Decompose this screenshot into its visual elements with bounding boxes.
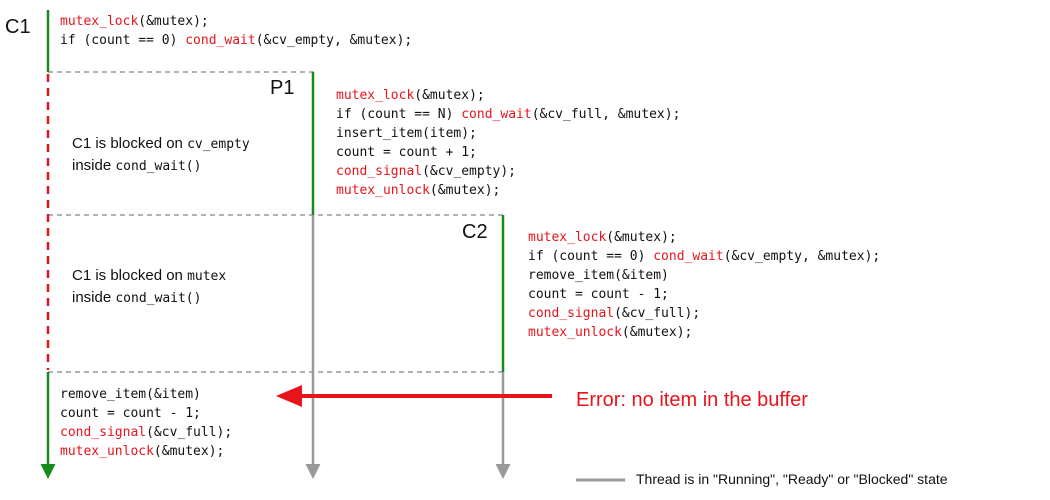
code-text: (&mutex); [414,88,484,103]
error-text: Error: no item in the buffer [576,389,808,411]
code-keyword: cond_wait [185,33,255,48]
code-line: mutex_unlock(&mutex); [60,444,224,459]
code-keyword: mutex_unlock [528,325,622,340]
note-blocked-mutex: C1 is blocked on mutex inside cond_wait() [72,267,226,306]
code-line: cond_signal(&cv_full); [528,306,700,321]
note-code: mutex [187,269,226,284]
code-keyword: cond_signal [528,306,614,321]
code-line: mutex_lock(&mutex); [60,14,209,29]
note-text: C1 is blocked on [72,135,187,152]
code-text: (&cv_full); [614,306,700,321]
code-keyword: cond_signal [336,164,422,179]
code-line: if (count == 0) cond_wait(&cv_empty, &mu… [60,33,412,48]
code-text: count = count - 1; [528,287,669,302]
code-text: (&cv_empty, &mutex); [256,33,413,48]
code-text: count = count + 1; [336,145,477,160]
code-line: mutex_unlock(&mutex); [336,183,500,198]
code-text: if (count == 0) [60,33,185,48]
thread-label-p1: P1 [270,77,294,99]
note-text: inside [72,289,115,306]
code-line: mutex_unlock(&mutex); [528,325,692,340]
code-block-c1-resume: remove_item(&item) count = count - 1; co… [60,387,232,459]
code-text: if (count == N) [336,107,461,122]
code-keyword: mutex_lock [528,230,606,245]
code-text: (&cv_full, &mutex); [532,107,681,122]
code-line: if (count == N) cond_wait(&cv_full, &mut… [336,107,680,122]
code-text: (&mutex); [138,14,208,29]
code-line: count = count - 1; [60,406,201,421]
note-code: cv_empty [187,137,250,152]
code-keyword: cond_wait [461,107,531,122]
note-line: inside cond_wait() [72,289,201,306]
legend-text: Thread is in "Running", "Ready" or "Bloc… [636,471,948,487]
code-line: cond_signal(&cv_empty); [336,164,516,179]
code-keyword: mutex_lock [60,14,138,29]
code-text: (&mutex); [154,444,224,459]
error-arrow-head [276,385,302,407]
code-text: (&mutex); [430,183,500,198]
code-text: count = count - 1; [60,406,201,421]
code-block-c1: mutex_lock(&mutex); if (count == 0) cond… [60,14,412,48]
note-line: inside cond_wait() [72,157,201,174]
code-line: remove_item(&item) [60,387,201,402]
code-keyword: mutex_lock [336,88,414,103]
thread-label-c2: C2 [462,221,488,243]
note-text: C1 is blocked on [72,267,187,284]
thread-label-c1: C1 [5,16,31,38]
code-line: remove_item(&item) [528,268,669,283]
code-block-p1: mutex_lock(&mutex); if (count == N) cond… [336,88,680,198]
code-text: (&cv_empty); [422,164,516,179]
code-text: (&cv_full); [146,425,232,440]
note-text: inside [72,157,115,174]
code-keyword: mutex_unlock [336,183,430,198]
code-keyword: mutex_unlock [60,444,154,459]
code-line: mutex_lock(&mutex); [528,230,677,245]
code-text: (&cv_empty, &mutex); [724,249,881,264]
code-text: if (count == 0) [528,249,653,264]
code-line: insert_item(item); [336,126,477,141]
code-text: insert_item(item); [336,126,477,141]
note-line: C1 is blocked on cv_empty [72,135,250,152]
code-block-c2: mutex_lock(&mutex); if (count == 0) cond… [528,230,880,340]
code-keyword: cond_wait [653,249,723,264]
note-line: C1 is blocked on mutex [72,267,226,284]
code-text: (&mutex); [622,325,692,340]
code-text: (&mutex); [606,230,676,245]
note-code: cond_wait() [115,159,201,174]
code-keyword: cond_signal [60,425,146,440]
code-line: count = count - 1; [528,287,669,302]
code-line: if (count == 0) cond_wait(&cv_empty, &mu… [528,249,880,264]
code-text: remove_item(&item) [528,268,669,283]
code-text: remove_item(&item) [60,387,201,402]
code-line: count = count + 1; [336,145,477,160]
note-code: cond_wait() [115,291,201,306]
code-line: mutex_lock(&mutex); [336,88,485,103]
code-line: cond_signal(&cv_full); [60,425,232,440]
